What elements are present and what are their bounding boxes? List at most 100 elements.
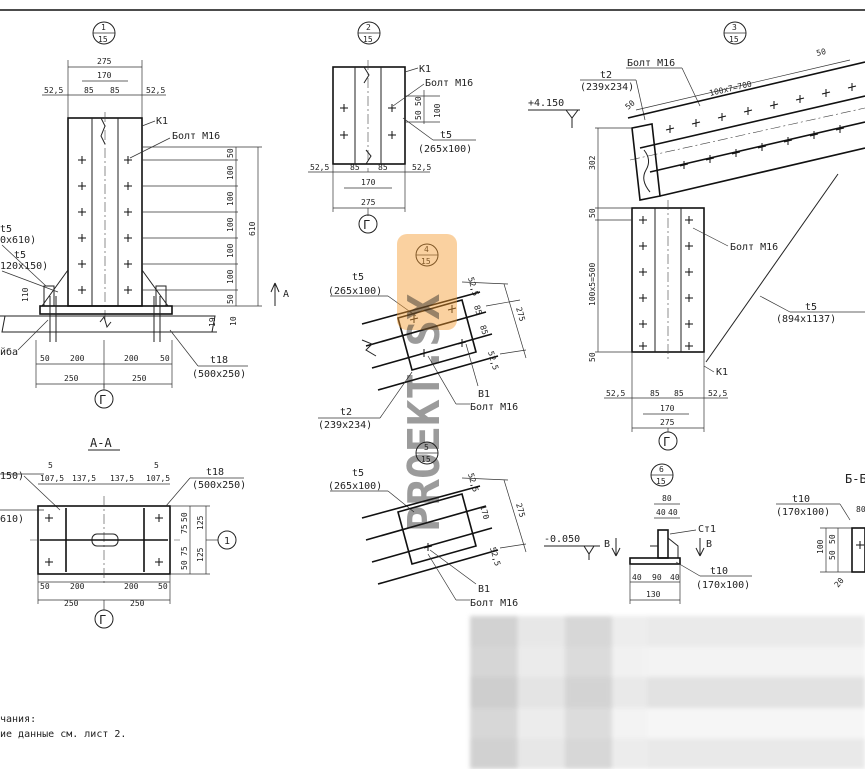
dim-90: 90 [652,573,662,582]
break-line [100,117,106,145]
dim-100-1: 100 [226,165,235,180]
dim-107-5-left: 107,5 [40,474,64,483]
label-k1: К1 [419,64,431,75]
axis-label-g: Г [99,393,106,407]
dim-50-right: 50 [158,582,168,591]
section-mark-b-right: В [706,539,712,550]
dim-100: 100 [816,539,825,554]
plate-t5-265x100 [397,493,477,565]
label-t5-size: (894x1137) [776,314,836,325]
label-t5-b: t5 [14,250,26,261]
dim-137-5-left: 137,5 [72,474,96,483]
plate-t10 [629,557,681,565]
label-bolt-m16: Болт М16 [172,131,220,142]
label-bolt-m16: Болт М16 [425,78,473,89]
dim-10: 10 [229,316,238,326]
label-t2: t2 [600,70,612,81]
watermark-logo-badge [397,234,457,330]
label-t10-size: (170x100) [776,507,830,518]
callout-number: 4 [424,245,429,254]
dim-80: 80 [662,494,672,503]
dim-250-left: 250 [64,374,79,383]
callout-sheet: 15 [421,257,431,266]
dim-110: 110 [21,287,30,302]
dim-52-5-top: 52,5 [466,472,480,493]
section-title-b-b: Б-Б [845,472,865,486]
dim-52-5-left: 52,5 [44,86,63,95]
dim-5-right: 5 [154,461,159,470]
dim-275: 275 [514,502,527,519]
label-t2-size: (239x234) [318,420,372,431]
section-title-a-a: А-А [90,436,112,450]
dim-250-right: 250 [132,374,147,383]
rafter-inclined [627,61,865,197]
label-bolt-top: Болт М16 [627,58,675,69]
dim-100: 100 [433,103,442,118]
column-bolts [639,216,693,350]
dim-50-bottom: 50 [180,560,189,570]
dim-50-top: 50 [624,98,637,111]
dim-85-a: 85 [472,304,483,316]
view-6-post-base: 6 15 -0.050 В В 80 40 40 Ст1 t10 (170x10… [544,463,752,604]
axis-bubble-g[interactable] [94,609,114,629]
label-t5: t5 [352,272,364,283]
dim-50-right: 50 [160,354,170,363]
dim-200-right: 200 [124,354,139,363]
dim-85-b: 85 [478,324,489,336]
bolt-holes [78,156,132,294]
callout-number: 2 [366,23,371,32]
view-5-callout[interactable]: 5 15 [415,441,439,465]
dim-275: 275 [660,418,675,427]
dim-52-5-right: 52,5 [708,389,727,398]
callout-sheet: 15 [363,35,373,44]
dim-85-left: 85 [350,163,360,172]
view-1-callout[interactable]: 1 15 [92,21,116,45]
dim-130: 130 [646,590,661,599]
level-minus-0050: -0.050 [544,534,580,545]
dim-275: 275 [97,57,112,66]
label-t5-a-size: 0x610) [0,235,36,246]
dim-50: 50 [414,96,423,106]
dim-170: 170 [361,178,376,187]
callout-sheet: 15 [656,477,666,486]
axis-bubble-g[interactable] [94,389,114,409]
dim-100-5: 100 [226,269,235,284]
label-t5: t5 [805,302,817,313]
view-2-callout[interactable]: 2 15 [357,21,381,45]
section-mark-b-left: В [604,539,610,550]
plate-t10-plan [851,527,865,573]
label-bolt-m16: Болт М16 [470,402,518,413]
label-t10: t10 [710,566,728,577]
axis-bubble-1[interactable] [217,530,237,550]
dim-200-right: 200 [124,582,139,591]
view-4-callout[interactable]: 4 15 [415,243,439,267]
dim-170: 170 [478,504,491,521]
view-3-callout[interactable]: 3 15 [723,21,747,45]
label-t18-size: (500x250) [192,480,246,491]
section-mark-a: А [283,289,289,300]
dim-100x7-700: 100x7=700 [708,79,752,98]
callout-number: 3 [732,23,737,32]
axis-bubble-g[interactable] [658,431,678,451]
dim-50-b: 50 [828,550,837,560]
dim-50-b: 50 [414,110,423,120]
section-b-b: Б-Б t10 (170x100) 80 100 50 50 20 [776,472,865,589]
section-a-a-base-plate: А-А 150) 610) 5 5 107,5 137,5 137,5 107,… [0,436,246,629]
title-block-blurred [470,616,865,769]
label-left-mid: 610) [0,514,24,525]
dim-40-left: 40 [632,573,642,582]
axis-bubble-g[interactable] [358,214,378,234]
dim-100-3: 100 [226,217,235,232]
dim-85-left: 85 [650,389,660,398]
watermark-proekt-sx: PROEKT.SX [397,234,457,532]
dim-85-right: 85 [378,163,388,172]
view-6-callout[interactable]: 6 15 [650,463,674,487]
notes-block: чания: ие данные см. лист 2. [0,714,126,740]
notes-line: ие данные см. лист 2. [0,729,126,740]
callout-number: 1 [101,23,106,32]
dim-85-left: 85 [84,86,94,95]
dim-170: 170 [97,71,112,80]
dim-40-b: 40 [668,508,678,517]
axis-label-g: Г [663,435,670,449]
